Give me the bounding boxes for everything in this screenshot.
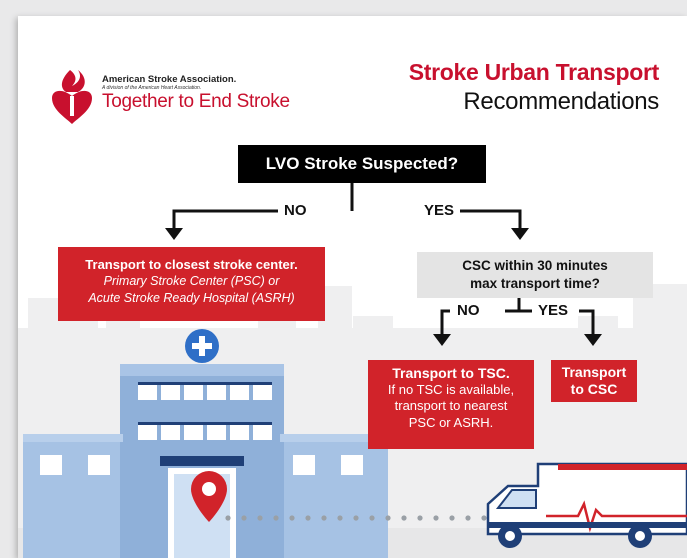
question-lvo-suspected: LVO Stroke Suspected? xyxy=(238,145,486,183)
outcome-closest-sub1: Primary Stroke Center (PSC) or xyxy=(103,274,280,288)
outcome-closest-sub2: Acute Stroke Ready Hospital (ASRH) xyxy=(88,291,295,305)
csc-line2: to CSC xyxy=(570,381,618,397)
location-pin-icon xyxy=(191,471,227,522)
tsc-line2: transport to nearest xyxy=(394,398,508,413)
org-division: A division of the American Heart Associa… xyxy=(102,85,202,91)
heart-torch-logo-icon xyxy=(52,70,92,124)
page-title-line2: Recommendations xyxy=(463,88,659,115)
question2-line2: max transport time? xyxy=(470,276,600,291)
tsc-line1: If no TSC is available, xyxy=(387,381,515,397)
question2-line1: CSC within 30 minutes xyxy=(462,258,608,273)
ambulance-icon xyxy=(486,462,687,548)
outcome-closest-main: Transport to closest stroke center. xyxy=(85,257,298,272)
tsc-main: Transport to TSC. xyxy=(392,365,510,381)
branch-yes-label: YES xyxy=(418,202,461,220)
flow-arrowheads xyxy=(165,228,602,346)
outcome-transport-tsc: Transport to TSC. If no TSC is available… xyxy=(368,360,534,449)
infographic-card: American Stroke Association. A division … xyxy=(18,16,687,558)
aha-logo: American Stroke Association. A division … xyxy=(48,68,308,128)
branch-no-label: NO xyxy=(278,202,313,220)
route-dots xyxy=(225,515,487,521)
branch2-yes-label: YES xyxy=(532,302,575,320)
tsc-line3: PSC or ASRH. xyxy=(408,414,494,430)
outcome-transport-csc: Transport to CSC xyxy=(551,360,637,402)
tagline: Together to End Stroke xyxy=(102,91,290,112)
org-name: American Stroke Association. xyxy=(102,74,237,85)
question-csc-within-30: CSC within 30 minutes max transport time… xyxy=(417,252,653,298)
branch2-no-label: NO xyxy=(451,302,486,320)
page-title-line1: Stroke Urban Transport xyxy=(408,59,660,85)
outcome-closest-stroke-center: Transport to closest stroke center. Prim… xyxy=(58,247,325,321)
csc-line1: Transport xyxy=(561,364,627,380)
